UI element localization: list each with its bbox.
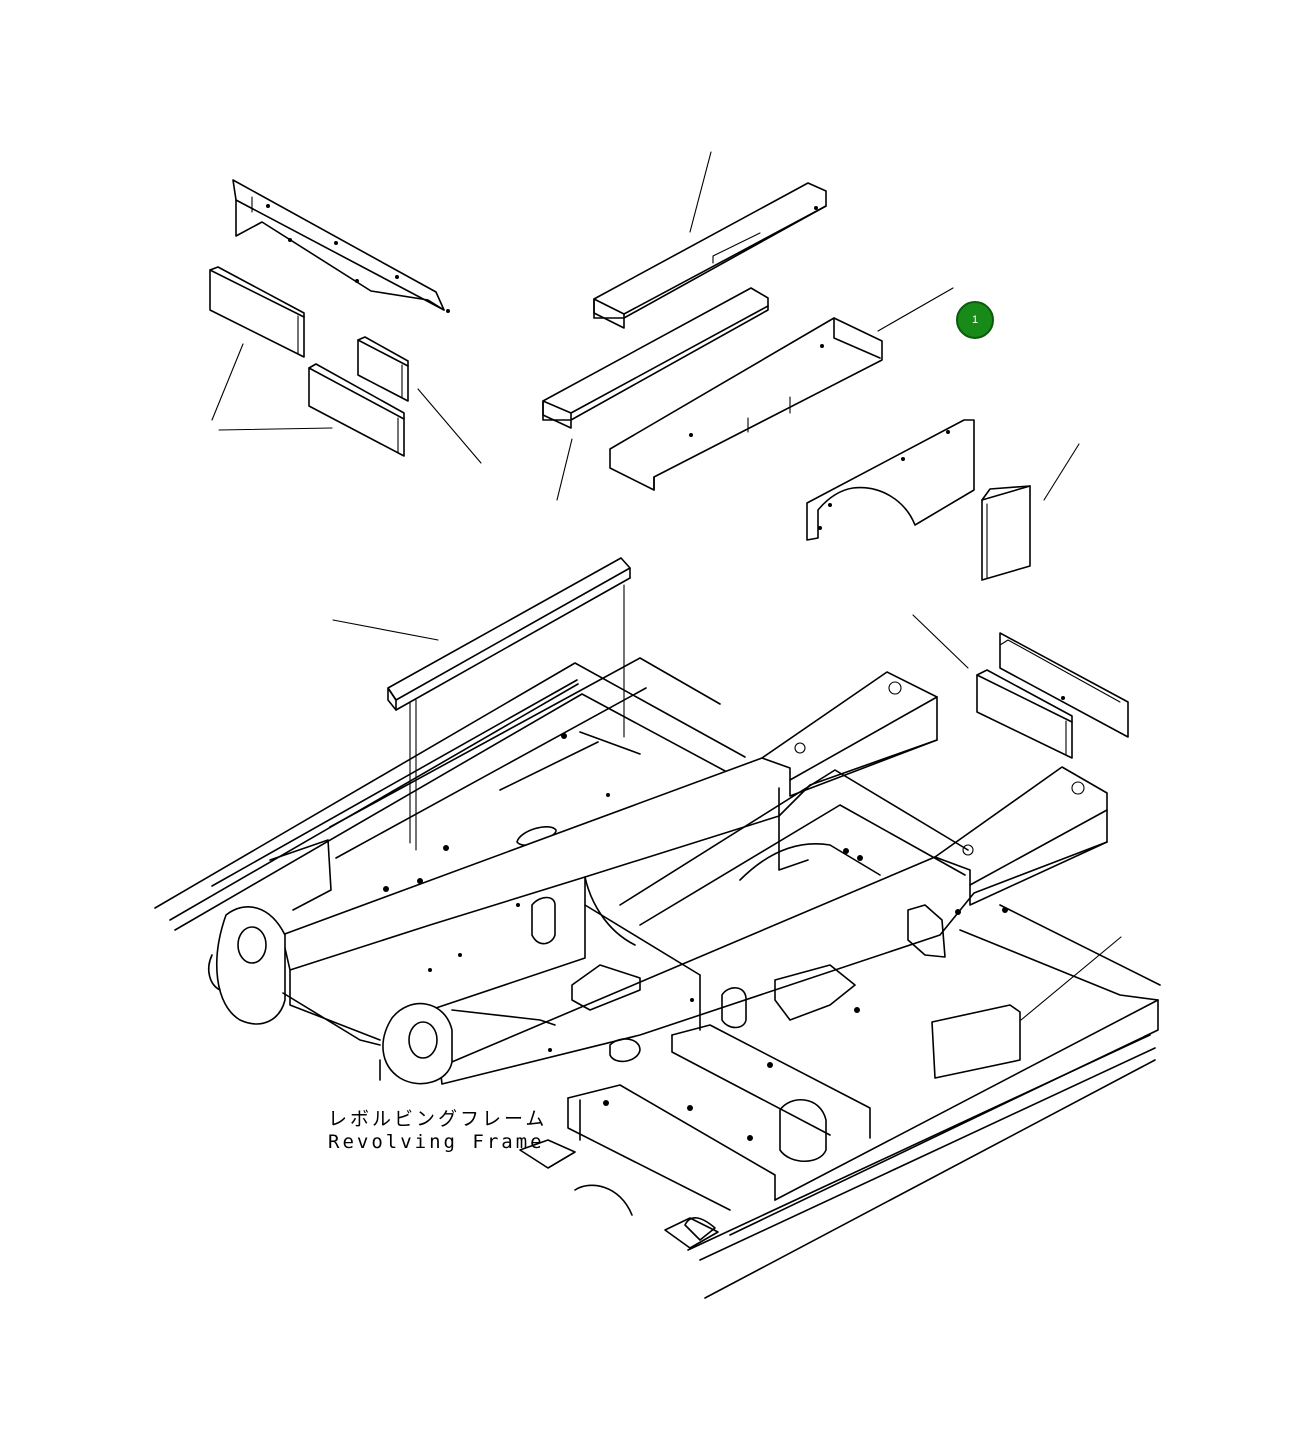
frame-caption-en: Revolving Frame [328, 1131, 545, 1153]
cover-plate-right [806, 419, 975, 541]
channel-member-middle [542, 287, 769, 429]
angle-bracket-left [232, 179, 450, 313]
pad-right-vertical [981, 485, 1031, 581]
channel-member-lower [609, 317, 883, 491]
pad-left-small [357, 336, 409, 402]
long-bar [387, 557, 631, 711]
angle-bracket-right [999, 632, 1129, 738]
pad-right-lower [976, 669, 1073, 759]
channel-member-top [593, 182, 827, 329]
frame-caption-jp: レボルビングフレーム [328, 1108, 548, 1130]
revolving-frame [154, 657, 1161, 1299]
pad-left-medium [308, 363, 405, 457]
frame-caption: レボルビングフレーム Revolving Frame [328, 1108, 547, 1154]
pad-left-large [209, 266, 305, 358]
part-callout-1[interactable]: 1 [956, 301, 994, 339]
